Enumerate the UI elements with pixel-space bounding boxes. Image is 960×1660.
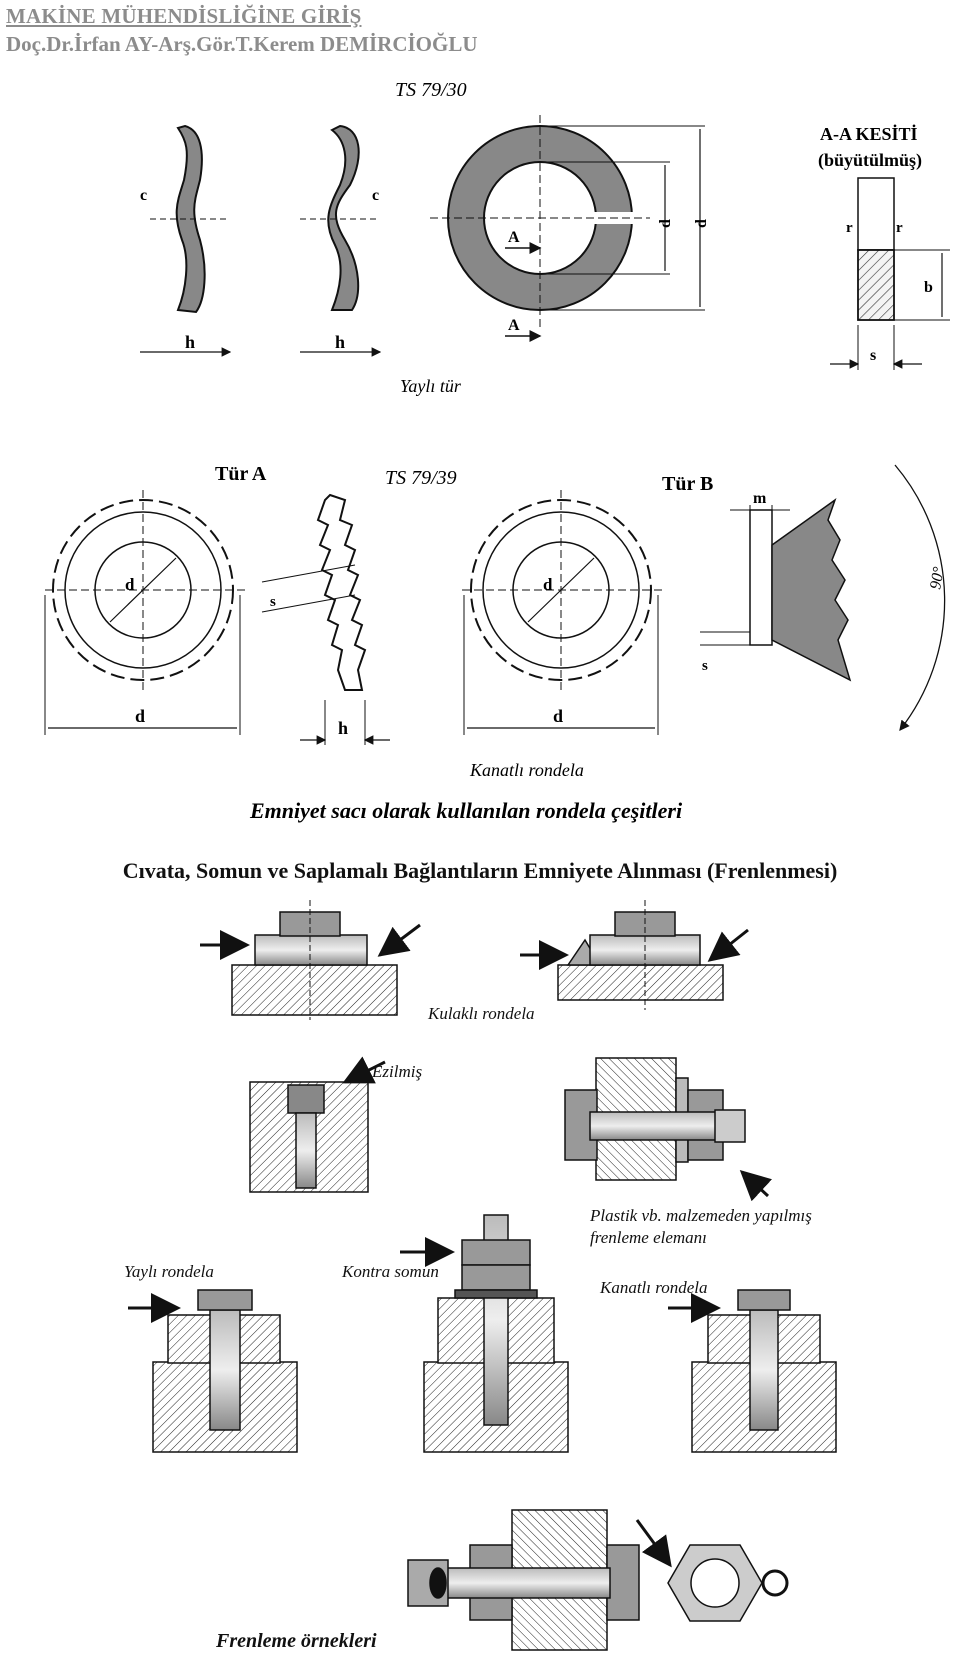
label-plastic-2: frenleme elemanı (590, 1228, 707, 1247)
label-toothed-washer: Kanatlı rondela (600, 1278, 708, 1297)
label-tab-washer: Kulaklı rondela (428, 1004, 535, 1023)
standard-ts7939: TS 79/39 (385, 467, 457, 489)
label-c-2: c (372, 187, 379, 204)
label-d2-b: d (553, 706, 563, 726)
main-caption-washers: Emniyet sacı olarak kullanılan rondela ç… (249, 798, 683, 823)
course-title: MAKİNE MÜHENDİSLİĞİNE GİRİŞ (6, 4, 362, 28)
label-b: b (924, 279, 933, 296)
label-c-1: c (140, 187, 147, 204)
spring-washer-side-1 (140, 124, 232, 357)
toothed-washer-a (44, 490, 245, 735)
caption-toothed-washer: Kanatlı rondela (469, 760, 584, 780)
label-d2: d (693, 219, 710, 228)
toothed-washer-a-side (261, 493, 390, 745)
label-h-a: h (338, 718, 348, 738)
label-s: s (870, 347, 876, 364)
label-crushed: Ezilmiş (372, 1062, 423, 1081)
spring-washer-side-2 (300, 124, 382, 357)
section-aa-title: A-A KESİTİ (820, 124, 918, 144)
section-title: Cıvata, Somun ve Saplamalı Bağlantıların… (122, 858, 838, 883)
label-d2-a: d (135, 706, 145, 726)
label-h-2: h (335, 332, 345, 352)
lock-nut-example (400, 1214, 569, 1453)
split-washer-front (430, 115, 705, 342)
section-aa-detail (830, 177, 950, 370)
plastic-locking-example (564, 1057, 773, 1202)
toothed-washer-bolt-example (668, 1289, 837, 1453)
label-lock-nut: Kontra somun (342, 1262, 439, 1281)
label-d1: d (657, 219, 674, 228)
caption-locking-examples: Frenleme örnekleri (216, 1630, 377, 1652)
crushed-screw-example (249, 1056, 386, 1193)
authors-line: Doç.Dr.İrfan AY-Arş.Gör.T.Kerem DEMİRCİO… (6, 32, 478, 56)
type-a-label: Tür A (215, 463, 267, 485)
angle-90: 90° (927, 565, 948, 591)
type-b-label: Tür B (662, 473, 713, 495)
label-A-2: A (508, 317, 520, 334)
label-d1-b: d (543, 575, 553, 594)
castle-nut-example (407, 1509, 789, 1651)
label-d1-a: d (125, 575, 135, 594)
caption-spring-type: Yaylı tür (400, 376, 462, 396)
spring-washer-bolt-example (128, 1289, 298, 1453)
label-s2: s (702, 658, 708, 674)
toothed-washer-b-side (700, 464, 946, 732)
label-m: m (753, 490, 767, 507)
label-h-1: h (185, 332, 195, 352)
label-r-2: r (896, 220, 903, 236)
section-aa-subtitle: (büyütülmüş) (818, 150, 922, 171)
label-r-1: r (846, 220, 853, 236)
label-A-1: A (508, 229, 520, 246)
toothed-washer-b (462, 490, 664, 735)
standard-ts7930: TS 79/30 (395, 79, 467, 101)
label-s-a: s (270, 594, 276, 610)
label-spring-washer: Yaylı rondela (124, 1262, 214, 1281)
tab-washer-example-1 (200, 900, 421, 1020)
label-plastic-1: Plastik vb. malzemeden yapılmış (590, 1206, 812, 1225)
tab-washer-example-2 (520, 900, 749, 1010)
washer-types-figure: TS 79/30 h c h c A A d d A-A KESİTİ (büy… (44, 79, 950, 823)
